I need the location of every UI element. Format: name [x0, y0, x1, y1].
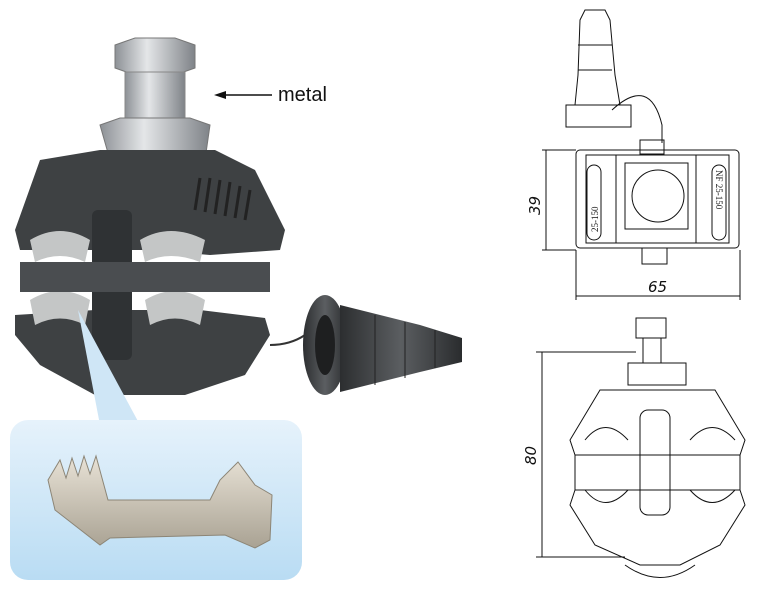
height-dimension-80: 80 [522, 446, 540, 465]
left-marking: 25-150 [590, 206, 600, 232]
metal-callout-arrow [214, 91, 272, 99]
width-dimension-65: 65 [648, 278, 667, 296]
top-view-drawing [542, 9, 741, 300]
height-dimension-39: 39 [526, 196, 544, 215]
connector-body [15, 150, 306, 395]
piercing-blade [47, 454, 273, 549]
protective-cap [303, 295, 462, 395]
side-view-drawing [536, 317, 746, 578]
right-marking: NF 25-150 [714, 170, 724, 210]
metal-label: metal [278, 84, 327, 106]
blade-inset [10, 310, 302, 580]
